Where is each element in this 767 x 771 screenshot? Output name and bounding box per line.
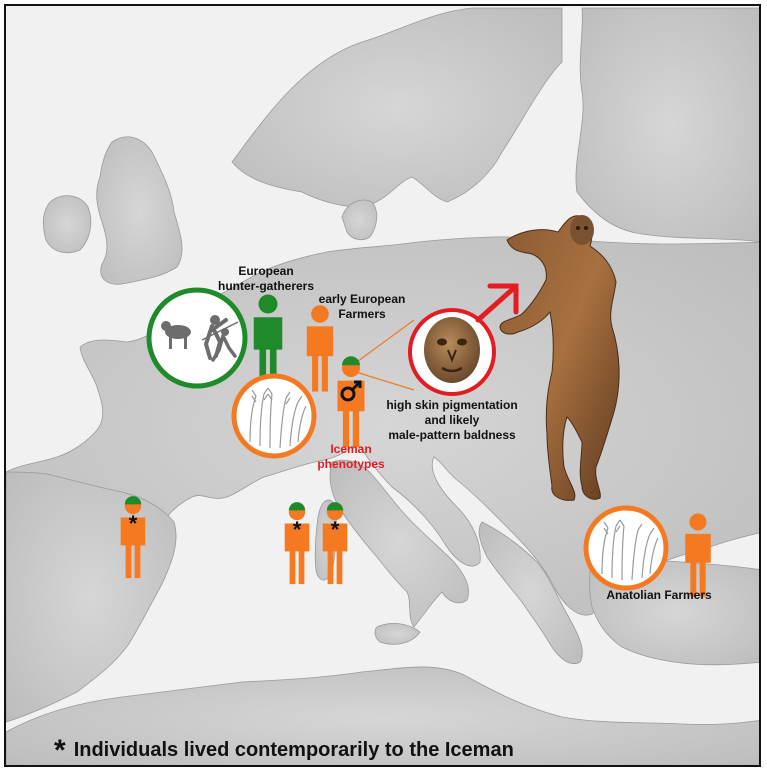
sicily — [374, 622, 421, 645]
phenotype-note-label: high skin pigmentation and likely male-p… — [372, 398, 532, 443]
denmark — [341, 199, 378, 241]
iceman-phenotypes-label: Iceman phenotypes — [306, 442, 396, 472]
hunter-gatherers-label: European hunter-gatherers — [218, 264, 314, 294]
italy-person-icon-2 — [322, 502, 348, 585]
hunting-scene-icon — [146, 287, 248, 389]
early-farmers-label: early European Farmers — [312, 292, 412, 322]
italy-asterisk-2: * — [330, 517, 340, 542]
wheat-field-icon — [231, 373, 317, 459]
hunter-gatherers-line-2: hunter-gatherers — [218, 279, 315, 293]
iceman-head-photo — [408, 308, 496, 396]
iceman-phenotypes-line-2: phenotypes — [317, 457, 385, 471]
iberia-person-icon — [120, 496, 146, 579]
anatolian-farmers-label: Anatolian Farmers — [606, 588, 712, 602]
hunter-gatherers-line-1: European — [238, 264, 294, 278]
iberia-asterisk: * — [128, 511, 138, 536]
phenotype-note-line-2: and likely — [424, 413, 480, 427]
scandinavia — [231, 7, 563, 208]
footer-note: * Individuals lived contemporarily to the… — [54, 734, 514, 767]
footer-asterisk: * — [54, 734, 66, 767]
balkans-greece — [478, 521, 583, 664]
north-africa — [6, 666, 759, 765]
connector-line-bottom — [355, 371, 415, 391]
large-male-arrow-icon — [475, 283, 519, 323]
italy-person-icon-1 — [284, 502, 310, 585]
figure-frame: European hunter-gatherers early European… — [4, 4, 761, 767]
italy — [329, 459, 469, 628]
footer-text: Individuals lived contemporarily to the … — [73, 739, 514, 761]
great-britain — [96, 136, 183, 285]
phenotype-note-line-1: high skin pigmentation — [386, 398, 518, 412]
northeast-land — [575, 7, 759, 242]
phenotype-note-line-3: male-pattern baldness — [388, 428, 516, 442]
iceman-mummy-image — [499, 215, 620, 501]
italy-asterisk-1: * — [292, 517, 302, 542]
early-farmers-line-1: early European — [318, 292, 406, 306]
ireland — [42, 195, 92, 254]
early-farmers-line-2: Farmers — [338, 307, 386, 321]
connector-line-top — [353, 319, 415, 365]
europe-map — [6, 6, 759, 765]
male-symbol-icon — [340, 380, 362, 402]
anatolia-wheat-field-icon — [583, 505, 669, 591]
iceman-phenotypes-line-1: Iceman — [330, 442, 372, 456]
